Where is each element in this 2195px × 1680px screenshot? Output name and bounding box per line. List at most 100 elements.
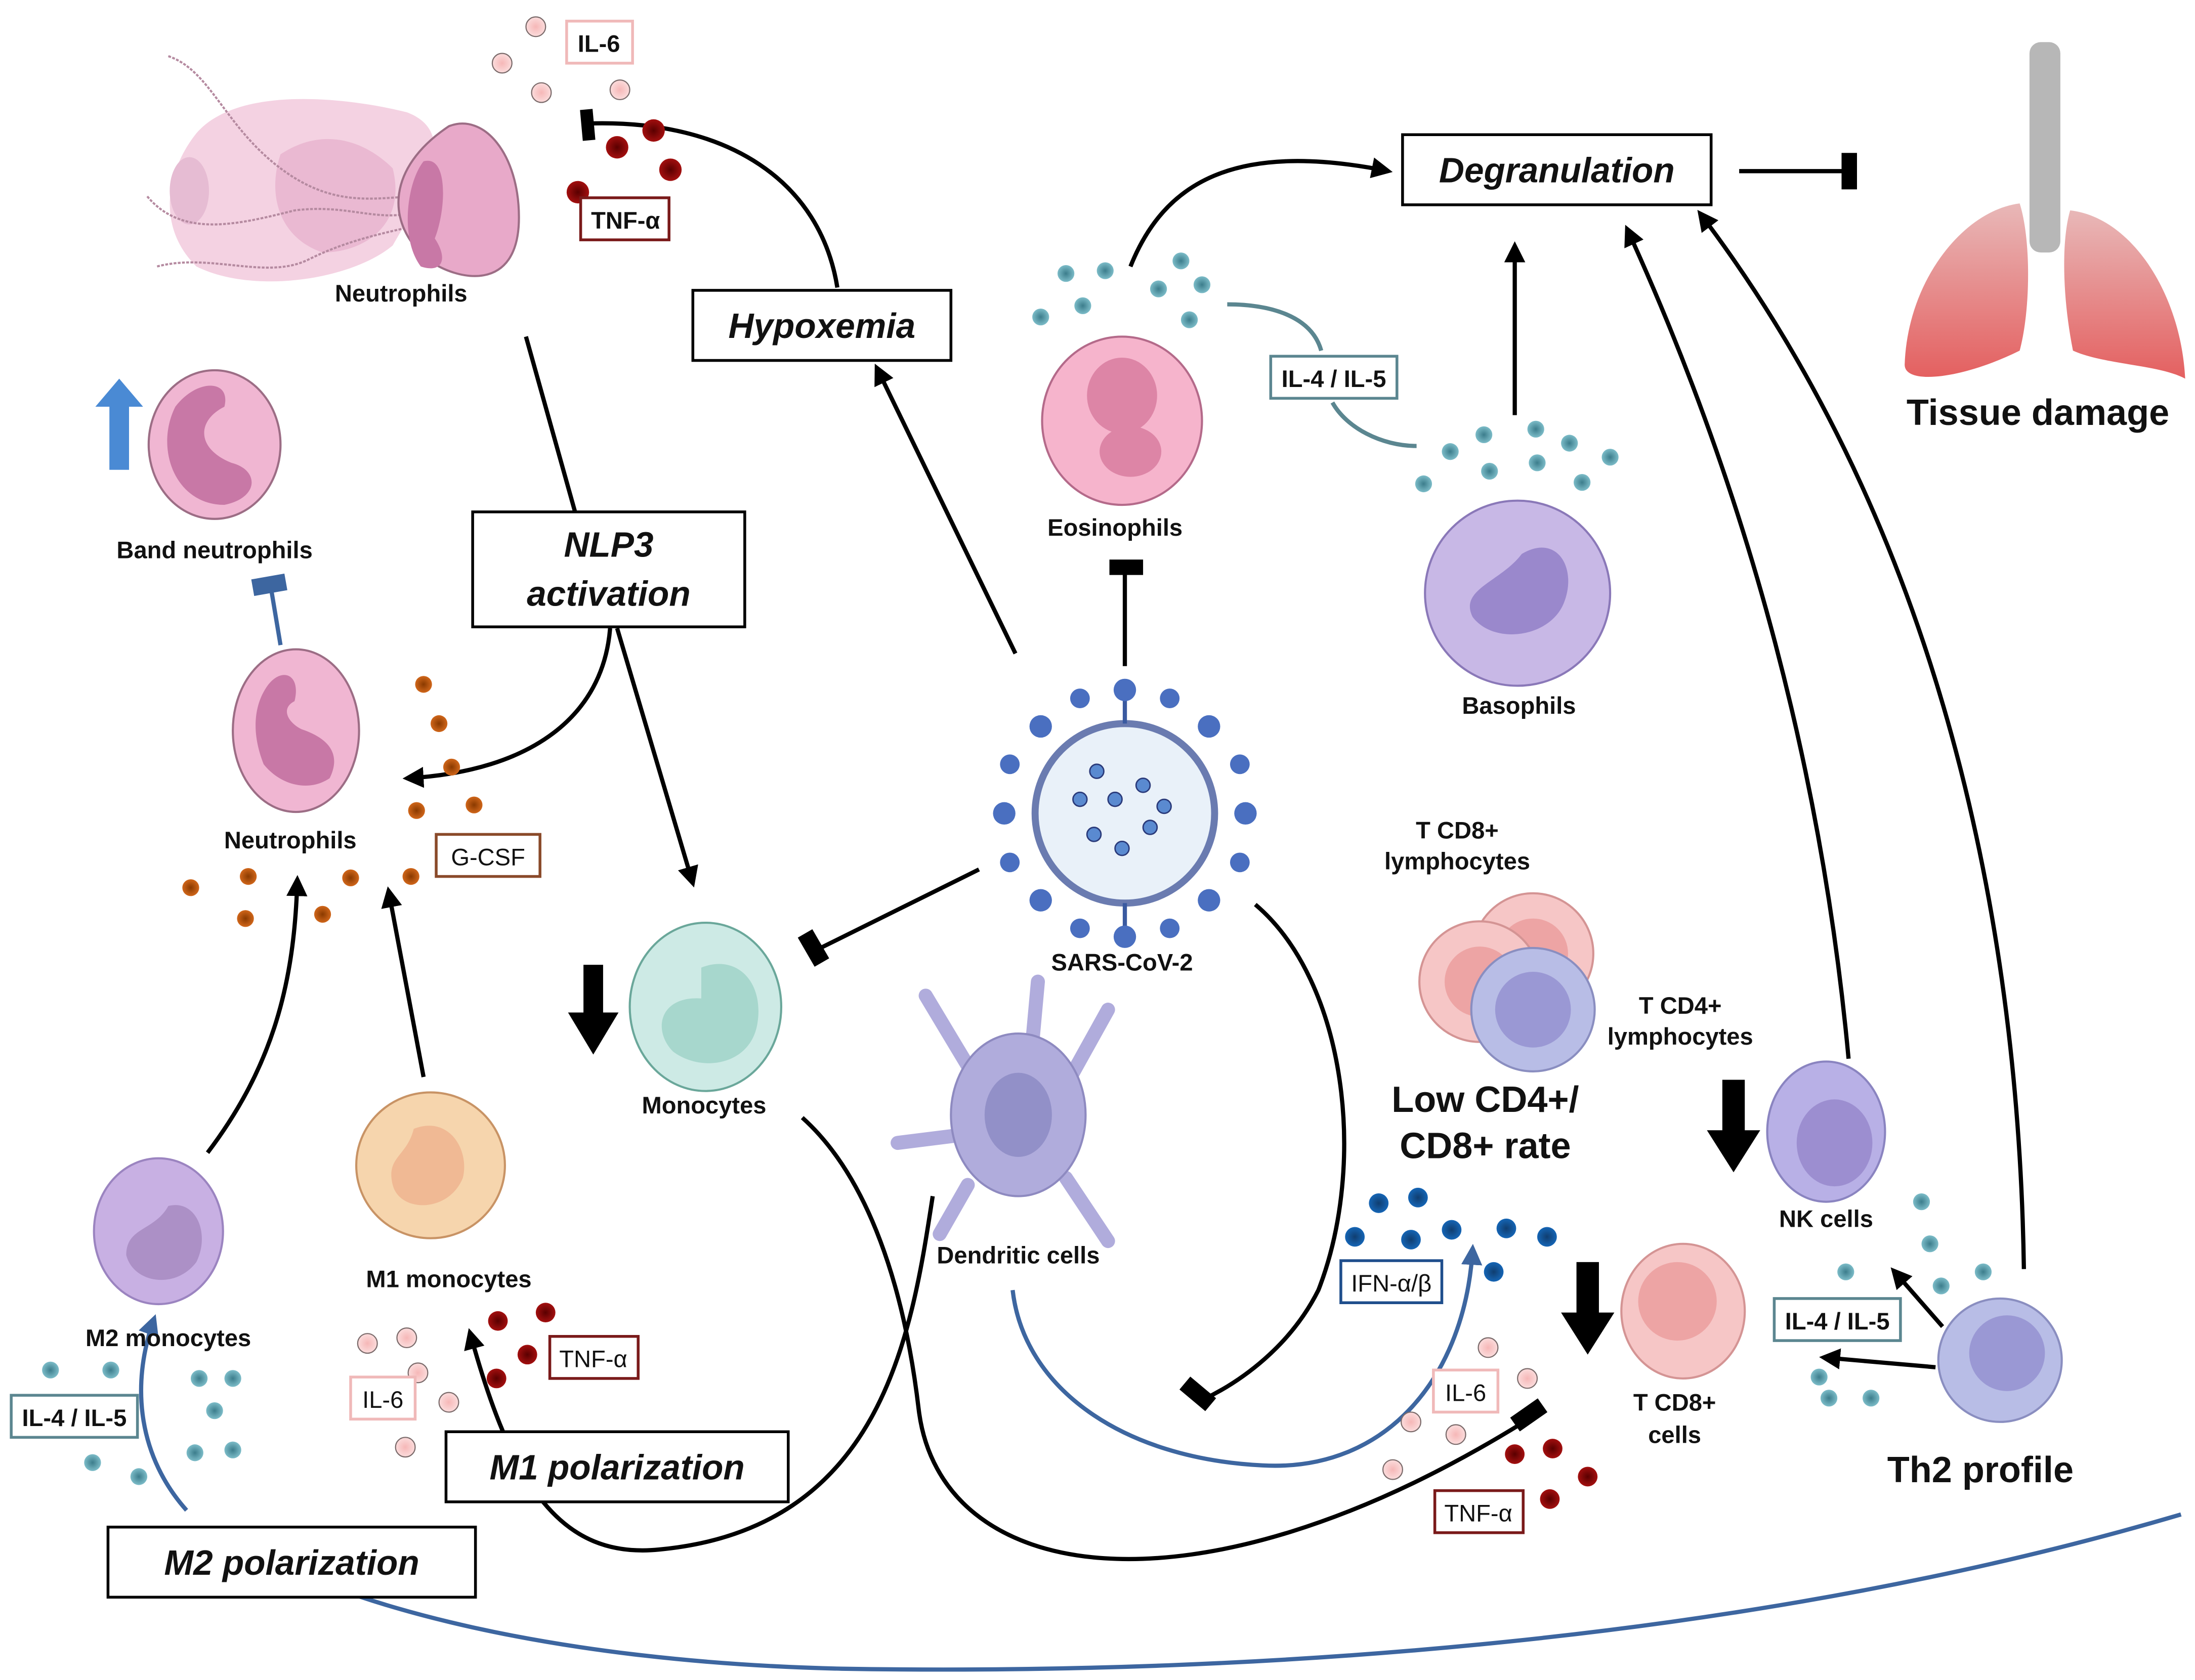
- label-monocytes: Monocytes: [642, 1092, 766, 1118]
- cytokine-box-il4-il5-th2: [1772, 1297, 1902, 1342]
- cytokine-box-gcsf: [435, 833, 541, 878]
- eosinophil-cell: [1041, 335, 1203, 506]
- band-neutrophil-cell: [147, 369, 282, 520]
- cytokine-box-tnf-bottom: [1433, 1489, 1525, 1534]
- cytokine-box-il4-il5-m2: [10, 1394, 139, 1439]
- nk-cell: [1766, 1060, 1886, 1203]
- cytokine-label-il6-bottom: IL-6: [1445, 1379, 1486, 1406]
- label-dendritic-cells: Dendritic cells: [937, 1242, 1100, 1269]
- il4-il5-particles-m2: [42, 1361, 241, 1485]
- process-box-hypoxemia: [691, 289, 953, 362]
- label-t-cd4-lymphocytes-2: lymphocytes: [1608, 1023, 1753, 1050]
- inhibit-bar-neutrophils-top: [580, 109, 596, 141]
- process-label-hypoxemia: Hypoxemia: [728, 306, 915, 346]
- cytokine-box-tnf-m1: [548, 1334, 640, 1380]
- label-sars-cov-2: SARS-CoV-2: [1051, 949, 1193, 975]
- cytokine-box-tnf-top: [579, 196, 670, 241]
- label-band-neutrophils: Band neutrophils: [116, 536, 312, 563]
- gcsf-particles: [182, 676, 483, 927]
- inhibit-sars-curve: [1202, 902, 1346, 1402]
- inhibit-neutrophils-band: [268, 586, 283, 645]
- process-label-nlp3-line1: NLP3: [564, 525, 653, 565]
- t-cd8-cell: [1620, 1242, 1746, 1380]
- eos-granules: [1032, 252, 1211, 328]
- connector-eos-basophils-cytokines-2: [1330, 401, 1417, 448]
- inhibit-bar-band: [251, 573, 287, 596]
- cytokine-box-ifn: [1339, 1259, 1444, 1304]
- monocyte-cell: [628, 921, 783, 1092]
- process-box-m1-polarization: [444, 1430, 790, 1503]
- connector-m2-polarization-to-m2: [139, 1314, 188, 1512]
- label-m1-monocytes: M1 monocytes: [366, 1266, 531, 1293]
- tnf-particles-bottom: [1505, 1439, 1598, 1509]
- connector-m1-to-neutrophils: [381, 886, 426, 1078]
- il6-particles-bottom: [1382, 1337, 1538, 1480]
- neutrophil-cell: [232, 648, 360, 813]
- label-basophils: Basophils: [1462, 692, 1576, 719]
- process-label-m1-polarization: M1 polarization: [489, 1447, 744, 1487]
- inhibit-bar-bottom: [1510, 1398, 1548, 1432]
- label-t-cd4-lymphocytes-1: T CD4+: [1639, 992, 1722, 1019]
- connector-eos-to-degranulation: [1128, 157, 1393, 268]
- label-th2-profile: Th2 profile: [1887, 1450, 2074, 1490]
- label-t-cd8-cells-2: cells: [1648, 1421, 1701, 1448]
- lymphocyte-cluster: [1418, 892, 1596, 1072]
- label-t-cd8-lymphocytes-2: lymphocytes: [1384, 848, 1530, 875]
- connector-nlp3-to-neutrophils: [402, 628, 612, 788]
- lungs-icon: [1905, 42, 2185, 379]
- cytokine-label-il6-top: IL-6: [578, 30, 620, 57]
- cytokine-box-il6-bottom: [1432, 1368, 1500, 1414]
- inhibit-bar-sars-curve: [1179, 1376, 1216, 1411]
- process-label-nlp3-line2: activation: [527, 574, 690, 614]
- connector-th2-to-cd8-cytokines: [1819, 1348, 1936, 1369]
- decrease-arrow-monocytes-icon: [568, 965, 619, 1055]
- connector-th2-to-degranulation: [1697, 209, 2026, 1269]
- cytokine-label-gcsf: G-CSF: [451, 843, 525, 870]
- decrease-arrow-cd8-icon: [1561, 1262, 1615, 1355]
- label-neutrophils-net: Neutrophils: [335, 280, 468, 307]
- process-label-m2-polarization: M2 polarization: [164, 1543, 419, 1582]
- connector-nlp3-to-monocytes: [615, 627, 698, 888]
- label-t-cd8-lymphocytes-1: T CD8+: [1416, 817, 1499, 844]
- connector-th2-to-m2: [293, 1512, 2182, 1672]
- cytokine-label-tnf-top: TNF-α: [591, 207, 660, 234]
- process-box-m2-polarization: [106, 1525, 477, 1599]
- m1-monocyte-cell: [355, 1091, 506, 1239]
- process-box-degranulation: [1401, 133, 1713, 206]
- dendritic-cell: [891, 974, 1115, 1248]
- connector-m2-to-neutrophils: [205, 875, 308, 1154]
- il6-particles-top: [491, 16, 630, 103]
- cytokine-label-il4-il5-th2: IL-4 / IL-5: [1785, 1308, 1890, 1334]
- basophil-granules: [1415, 420, 1619, 493]
- label-nk-cells: NK cells: [1779, 1205, 1873, 1232]
- neutrophil-net-illustration: [146, 55, 520, 282]
- basophil-cell: [1424, 499, 1612, 687]
- cytokine-label-tnf-bottom: TNF-α: [1444, 1500, 1512, 1527]
- cytokine-box-il6-m1: [349, 1375, 417, 1421]
- connector-eos-basophils-cytokines: [1227, 302, 1324, 352]
- label-low-ratio-1: Low CD4+/: [1391, 1080, 1579, 1120]
- label-t-cd8-cells-1: T CD8+: [1633, 1389, 1716, 1416]
- connector-neutrophils-nlp3: [524, 336, 577, 512]
- cytokine-label-il4-il5-m2: IL-4 / IL-5: [22, 1404, 127, 1431]
- increase-arrow-icon: [95, 378, 143, 470]
- cytokine-label-il4-il5-eos: IL-4 / IL-5: [1282, 365, 1386, 392]
- connector-th2-to-nk-cytokines: [1890, 1267, 1945, 1328]
- inhibit-sars-monocytes: [819, 867, 980, 950]
- th2-cell: [1937, 1297, 2063, 1423]
- cytokine-box-il6-top: [565, 19, 634, 65]
- cytokine-label-tnf-m1: TNF-α: [559, 1346, 627, 1372]
- label-neutrophils: Neutrophils: [224, 827, 357, 853]
- inhibit-bar-monocytes: [797, 929, 829, 967]
- il6-particles-m1: [357, 1327, 459, 1458]
- m2-monocyte-cell: [93, 1157, 224, 1306]
- process-box-nlp3: [471, 510, 746, 628]
- ifn-particles: [1345, 1187, 1557, 1282]
- th2-cytokine-particles: [1810, 1193, 1992, 1407]
- cytokine-label-il6-m1: IL-6: [362, 1386, 403, 1413]
- process-label-degranulation: Degranulation: [1439, 150, 1675, 190]
- cytokine-box-il4-il5-eos: [1269, 355, 1399, 400]
- connector-nk-to-degranulation: [1624, 225, 1851, 1059]
- inhibit-bar-eosinophils: [1109, 559, 1144, 575]
